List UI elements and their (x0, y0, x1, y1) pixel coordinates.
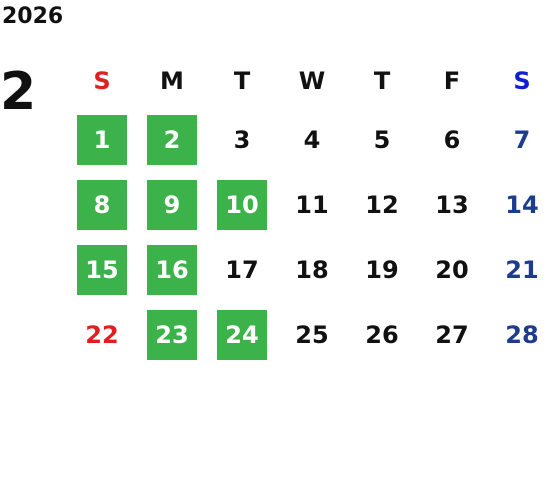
weekday-sat: S (513, 67, 531, 95)
calendar-day-thu[interactable]: 12 (347, 172, 417, 237)
day-number: 22 (85, 320, 119, 349)
calendar-day-wed[interactable]: 18 (277, 237, 347, 302)
calendar-day-mon[interactable]: 16 (137, 237, 207, 302)
calendar-day-sun[interactable]: 22 (67, 302, 137, 367)
calendar-day-sat[interactable]: 28 (487, 302, 548, 367)
day-number: 19 (365, 255, 399, 284)
calendar-day-sat[interactable]: 14 (487, 172, 548, 237)
calendar-day-sun[interactable]: 1 (67, 107, 137, 172)
day-number: 7 (513, 125, 531, 154)
highlighted-day-number: 2 (147, 114, 197, 165)
day-number: 4 (303, 125, 321, 154)
calendar-day-mon[interactable]: 23 (137, 302, 207, 367)
day-number: 11 (295, 190, 329, 219)
day-number: 5 (373, 125, 391, 154)
calendar-day-tue[interactable]: 10 (207, 172, 277, 237)
day-number: 6 (443, 125, 461, 154)
weekday-fri: F (443, 67, 461, 95)
day-number: 28 (505, 320, 539, 349)
month-label: 2 (0, 62, 37, 122)
highlighted-day-number: 10 (217, 179, 267, 230)
day-number: 26 (365, 320, 399, 349)
calendar-day-wed[interactable]: 11 (277, 172, 347, 237)
highlighted-day-number: 16 (147, 244, 197, 295)
highlighted-day-number: 23 (147, 309, 197, 360)
day-number: 13 (435, 190, 469, 219)
calendar-day-mon[interactable]: 2 (137, 107, 207, 172)
calendar-day-thu[interactable]: 19 (347, 237, 417, 302)
calendar-week-row: 15 16 17 18 19 20 21 (67, 237, 548, 302)
day-number: 17 (225, 255, 259, 284)
calendar-day-sun[interactable]: 15 (67, 237, 137, 302)
calendar-day-sat[interactable]: 21 (487, 237, 548, 302)
calendar-week-row: 22 23 24 25 26 27 28 (67, 302, 548, 367)
highlighted-day-number: 24 (217, 309, 267, 360)
day-number: 20 (435, 255, 469, 284)
calendar-day-sat[interactable]: 7 (487, 107, 548, 172)
calendar-day-sun[interactable]: 8 (67, 172, 137, 237)
year-label: 2026 (2, 4, 64, 29)
day-number: 12 (365, 190, 399, 219)
weekday-thu: T (373, 67, 391, 95)
weekday-sun: S (93, 67, 111, 95)
highlighted-day-number: 15 (77, 244, 127, 295)
day-number: 27 (435, 320, 469, 349)
highlighted-day-number: 8 (77, 179, 127, 230)
highlighted-day-number: 1 (77, 114, 127, 165)
calendar-day-fri[interactable]: 6 (417, 107, 487, 172)
calendar-day-wed[interactable]: 4 (277, 107, 347, 172)
calendar-day-tue[interactable]: 3 (207, 107, 277, 172)
weekday-wed: W (298, 67, 326, 95)
calendar-day-thu[interactable]: 5 (347, 107, 417, 172)
day-number: 21 (505, 255, 539, 284)
calendar-day-wed[interactable]: 25 (277, 302, 347, 367)
day-number: 18 (295, 255, 329, 284)
calendar-day-mon[interactable]: 9 (137, 172, 207, 237)
calendar-day-tue[interactable]: 24 (207, 302, 277, 367)
day-number: 3 (233, 125, 251, 154)
calendar-day-fri[interactable]: 20 (417, 237, 487, 302)
highlighted-day-number: 9 (147, 179, 197, 230)
calendar-day-tue[interactable]: 17 (207, 237, 277, 302)
calendar-day-thu[interactable]: 26 (347, 302, 417, 367)
day-number: 14 (505, 190, 539, 219)
calendar-day-fri[interactable]: 13 (417, 172, 487, 237)
weekday-header-row: S M T W T F S (67, 55, 548, 107)
day-number: 25 (295, 320, 329, 349)
calendar-day-fri[interactable]: 27 (417, 302, 487, 367)
weekday-tue: T (233, 67, 251, 95)
weekday-mon: M (160, 67, 184, 95)
